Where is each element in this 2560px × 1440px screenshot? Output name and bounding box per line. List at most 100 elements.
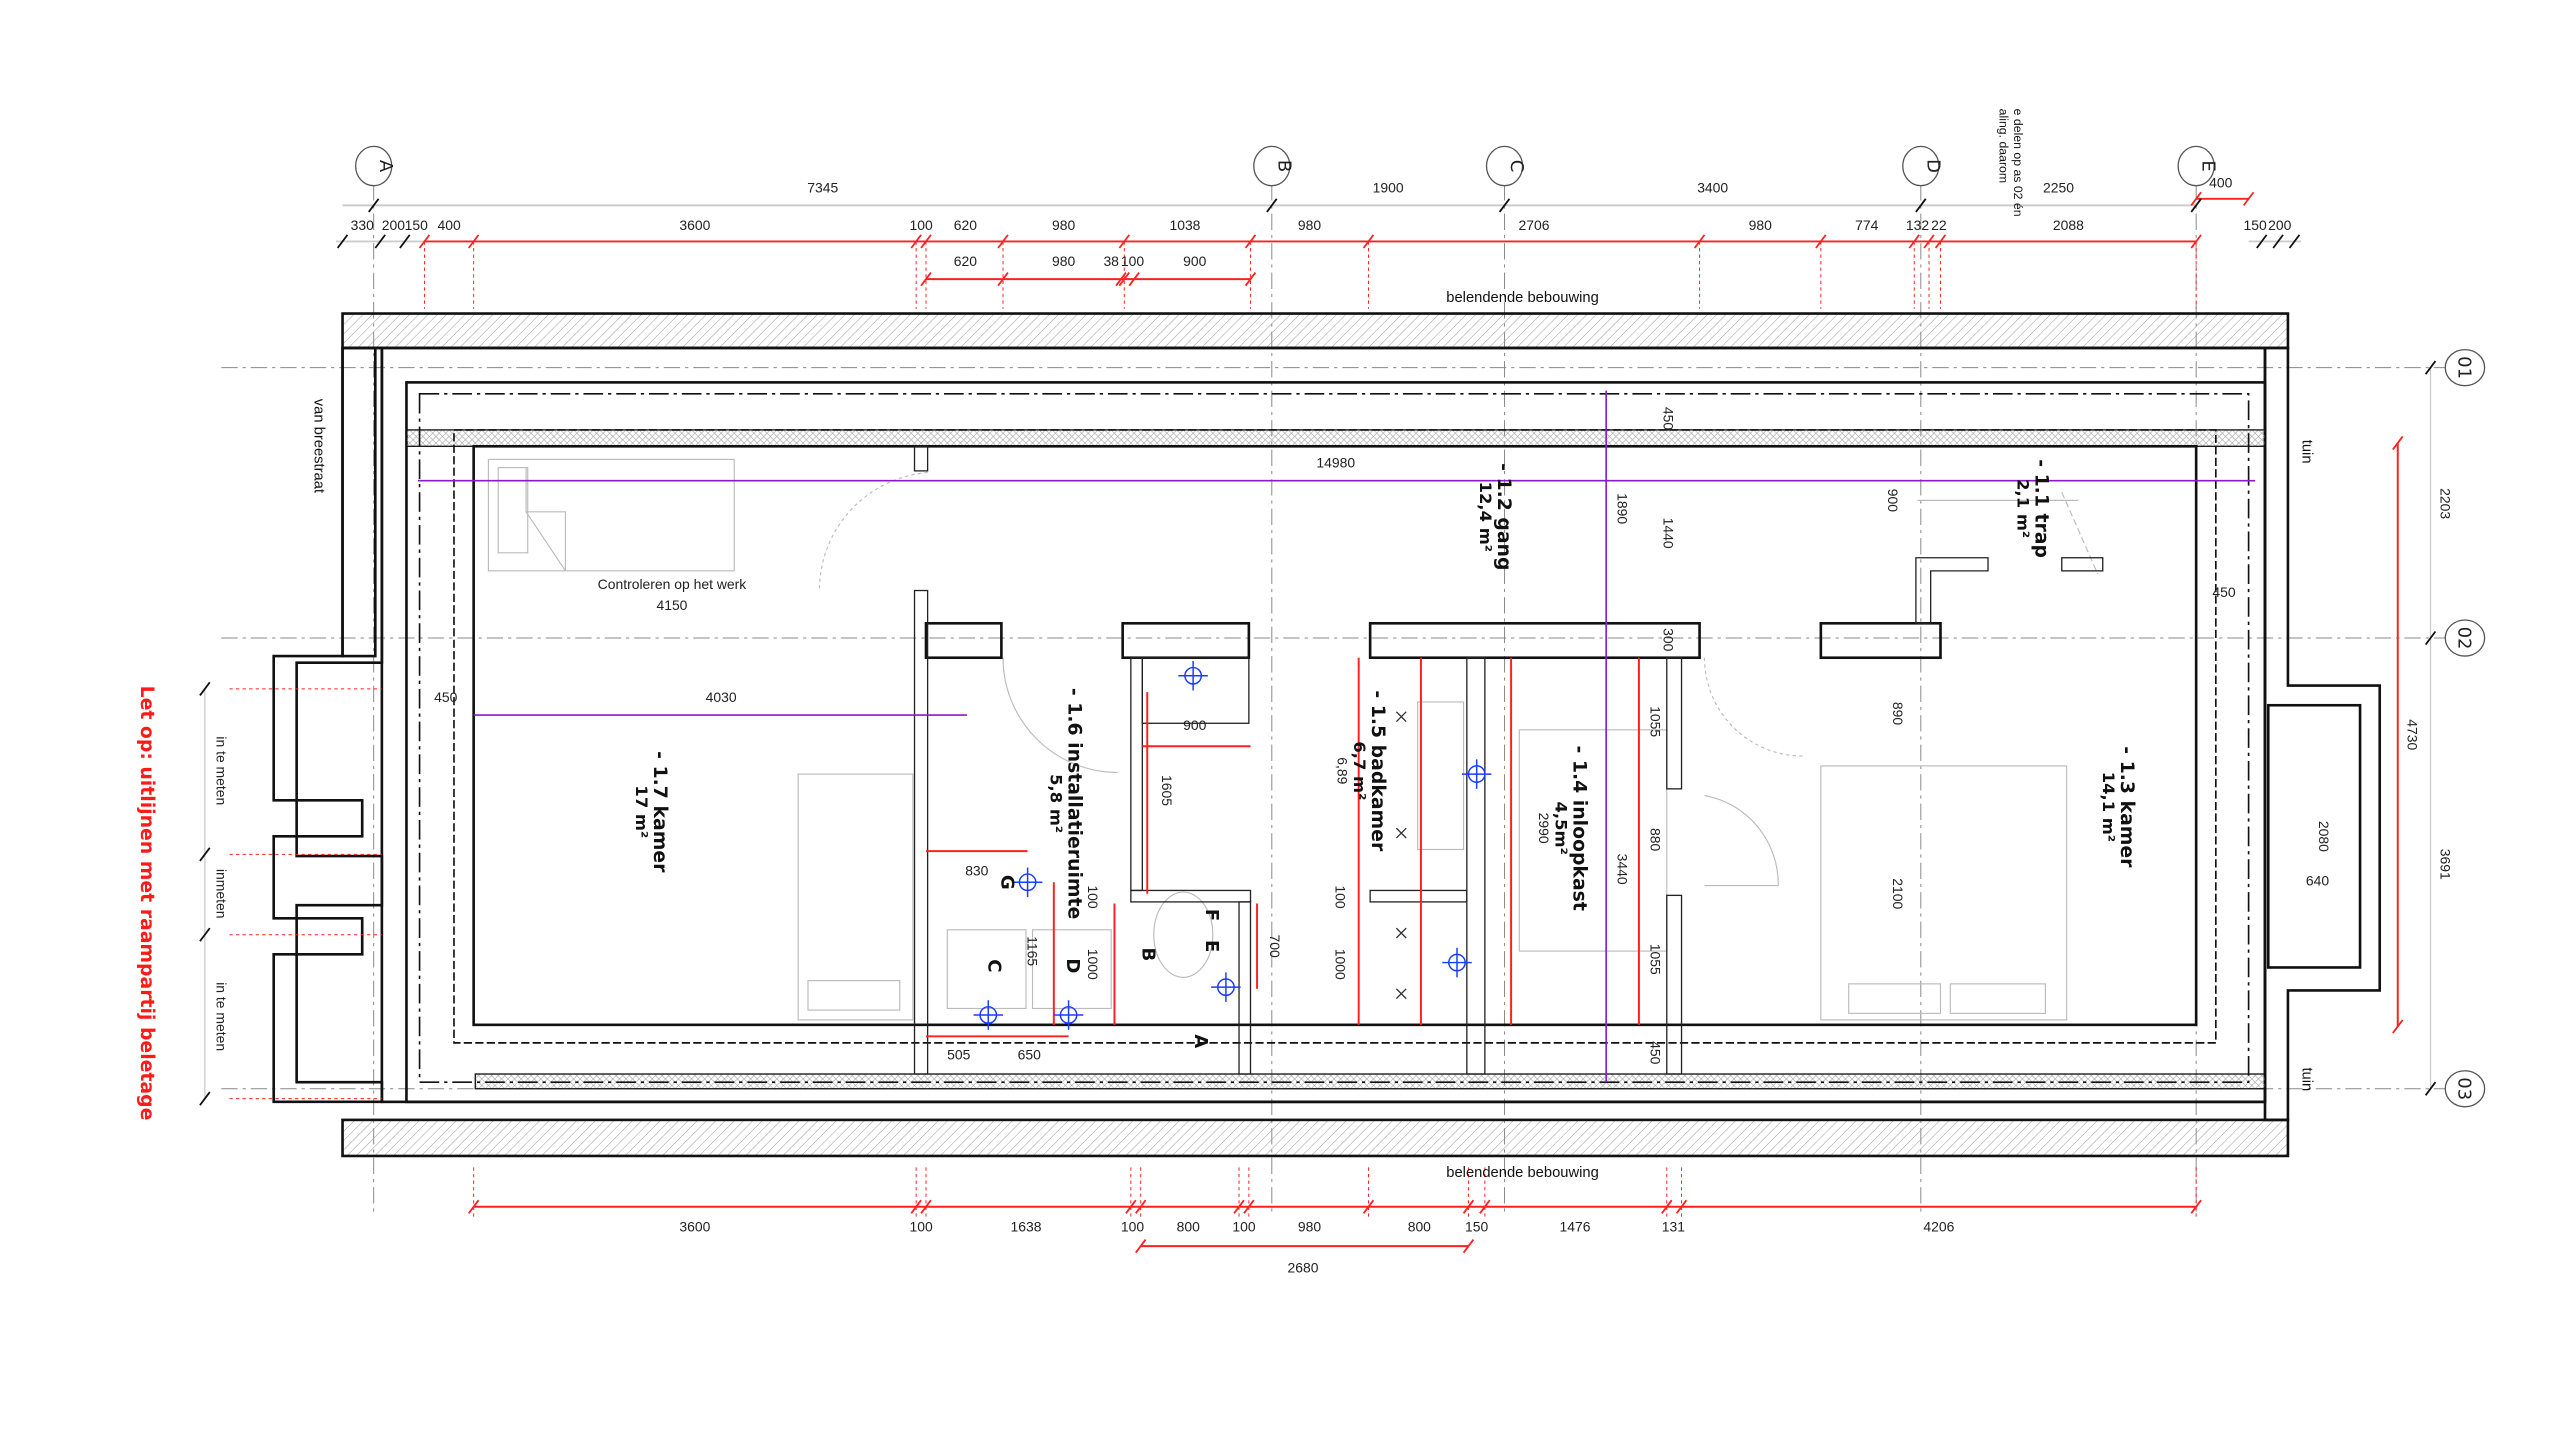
dimension-label-top-overall: 1900 xyxy=(1373,179,1404,195)
dimension-tick xyxy=(2424,1081,2437,1096)
dimension-label-top-main: 2088 xyxy=(2053,217,2084,233)
room-extra: 2990 xyxy=(1536,813,1552,844)
dimension-label-interior: 900 xyxy=(1183,717,1206,733)
grid-label: A xyxy=(375,160,396,173)
dimension-tick xyxy=(1115,272,1127,287)
room-name: - 1.7 kamer xyxy=(649,751,670,873)
dimension-tick xyxy=(1462,1238,1475,1254)
fixture-letter: D xyxy=(1062,958,1083,973)
room-area: 17 m² xyxy=(632,785,651,838)
dimension-label-interior: 1000 xyxy=(1085,949,1101,980)
fixture-letter: B xyxy=(1137,947,1158,961)
grid-bubble-row: 02 xyxy=(2444,619,2486,657)
room-name: - 1.5 badkamer xyxy=(1367,690,1388,852)
dimension-label-interior: 14980 xyxy=(1316,455,1355,471)
room-extra: 6,89 xyxy=(1334,757,1350,784)
exterior-wall-right xyxy=(2263,346,2382,1122)
dimension-label-interior: 4030 xyxy=(706,689,737,705)
dimension-label-interior: 1605 xyxy=(1159,775,1175,806)
dimension-label-top-detail: 900 xyxy=(1183,253,1206,269)
grid-label: 03 xyxy=(2453,1077,2474,1100)
dimension-label-interior: 450 xyxy=(434,689,457,705)
dimension-tick xyxy=(368,198,380,213)
x-mark-icon xyxy=(1395,827,1407,839)
grid-label: E xyxy=(2198,160,2219,171)
outlet-crosshair-icon xyxy=(973,1000,1004,1030)
fixture-letter: C xyxy=(983,959,1004,972)
garden-label-top: tuin xyxy=(2299,440,2315,464)
dimension-label-bottom-main: 150 xyxy=(1465,1218,1488,1234)
dimension-tick xyxy=(1266,198,1278,213)
dimension-label-bottom-main: 800 xyxy=(1408,1218,1431,1234)
dimension-lines xyxy=(204,197,2432,1248)
dimension-label-top-main: 3600 xyxy=(679,217,710,233)
room-area: 5,8 m² xyxy=(1047,774,1066,833)
measure-note: in te meten xyxy=(213,982,229,1051)
dimension-label-right: 2203 xyxy=(2437,488,2453,519)
x-mark-icon xyxy=(1395,711,1407,723)
dimension-label-bottom-main: 1638 xyxy=(1010,1218,1041,1234)
room-area: 4,5m² xyxy=(1551,802,1570,855)
dimension-label-interior: 830 xyxy=(965,863,988,879)
dimension-label-bottom-main: 100 xyxy=(909,1218,932,1234)
outlet-crosshair-icon xyxy=(1012,867,1043,898)
dimension-tick xyxy=(2272,234,2284,249)
dimension-label-top-main: 2706 xyxy=(1519,217,1550,233)
dimension-label-top-main: 980 xyxy=(1052,217,1075,233)
dimension-label-interior: 3440 xyxy=(1615,854,1631,885)
dimension-tick xyxy=(1915,198,1927,213)
exterior-wall-left xyxy=(272,346,384,1104)
dimension-label-interior: 650 xyxy=(1018,1046,1041,1062)
dimension-label-top-main: 400 xyxy=(437,217,460,233)
room-name: - 1.6 installatieruimte xyxy=(1064,688,1085,919)
dimension-label-right: 4730 xyxy=(2405,719,2421,750)
dimension-label-interior: 1890 xyxy=(1615,493,1631,524)
dimension-label-top-main: 200 xyxy=(2268,217,2291,233)
dimension-tick xyxy=(199,681,211,696)
measure-note: in te meten xyxy=(213,736,229,805)
street-label: van breestraat xyxy=(311,399,327,493)
dimension-tick xyxy=(2424,360,2437,375)
dimension-tick xyxy=(1118,272,1130,287)
grid-label: B xyxy=(1273,160,1294,172)
dimension-label-right: 3691 xyxy=(2437,849,2453,880)
dimension-label-interior: 505 xyxy=(947,1046,970,1062)
measure-note: inmeten xyxy=(213,869,229,919)
garden-label-bottom: tuin xyxy=(2299,1067,2315,1091)
dimension-label-top-main: 150 xyxy=(405,217,428,233)
dimension-label-interior: 1440 xyxy=(1661,518,1677,549)
dimension-tick xyxy=(997,272,1009,287)
dimension-label-interior: 1165 xyxy=(1025,936,1041,966)
dimension-label-top-overall: 3400 xyxy=(1697,179,1728,195)
dimension-label-top-overall: 400 xyxy=(2209,174,2232,190)
party-wall-top xyxy=(341,312,2290,350)
check-note: Controleren op het werk xyxy=(598,576,747,592)
dimension-tick xyxy=(336,234,349,249)
dimension-label-interior: 700 xyxy=(1267,935,1283,958)
neighbor-label-bottom: belendende bebouwing xyxy=(1446,1165,1599,1181)
fixture-letter: G xyxy=(996,875,1017,890)
dimension-label-top-detail: 100 xyxy=(1121,253,1144,269)
room-area: 6,7 m² xyxy=(1350,741,1369,800)
dimension-label-bottom-main: 980 xyxy=(1298,1218,1321,1234)
dimension-label-bottom-main: 100 xyxy=(1232,1218,1255,1234)
outlet-crosshair-icon xyxy=(1211,972,1241,1002)
dimension-label-top-main: 200 xyxy=(382,217,405,233)
dimension-label-interior: 450 xyxy=(1647,1041,1663,1064)
dimension-label-bottom-main: 4206 xyxy=(1923,1218,1954,1234)
room-area: 14,1 m² xyxy=(2099,772,2118,842)
dimension-tick xyxy=(1128,272,1140,287)
dimension-tick xyxy=(199,927,211,942)
grid-bubble-column: C xyxy=(1485,145,1527,187)
dimension-tick xyxy=(2424,630,2437,646)
grid-label: D xyxy=(1922,159,1943,173)
left-facade-hatch xyxy=(341,346,377,658)
dimension-label-bottom-main: 1476 xyxy=(1560,1218,1591,1234)
neighbor-label-top: belendende bebouwing xyxy=(1446,290,1599,306)
x-mark-icon xyxy=(1395,988,1407,1000)
dimension-label-right: 640 xyxy=(2306,873,2329,889)
dimension-tick xyxy=(199,1091,211,1106)
